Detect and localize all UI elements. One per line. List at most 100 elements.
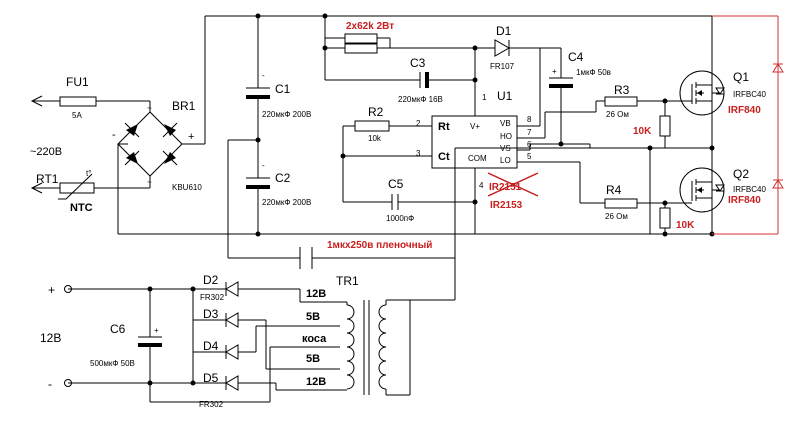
c2-value: 220мкФ 200В (262, 198, 311, 207)
c4-value: 1мкФ 50в (576, 68, 611, 77)
winding-label-2: 5В (306, 311, 320, 323)
q1-replacement: IRF840 (728, 105, 761, 116)
resistor-r4: R4 26 Ом (596, 183, 685, 221)
winding-label-1: 12В (306, 288, 326, 300)
fuse-fu1: FU1 5A (30, 75, 151, 120)
u1-pin5: 5 (527, 152, 532, 161)
u1-pin8: 8 (527, 115, 532, 124)
c5-value: 1000пФ (386, 214, 414, 223)
bridge-br1: BR1 KBU610 - + ~ ~ (112, 99, 202, 192)
thermistor-rt1: RT1 t° NTC (30, 169, 151, 214)
u1-pin-vplus: V+ (470, 122, 480, 131)
d1-ref: D1 (496, 24, 512, 38)
output-bus-red (712, 15, 784, 235)
c6-ref: C6 (110, 322, 126, 336)
r4-value: 26 Ом (605, 212, 628, 221)
d5-ref: D5 (203, 371, 219, 385)
transformer-tr1: TR1 12В 5В коса 5В 12В (300, 274, 455, 396)
capacitor-c5: C5 1000пФ (343, 177, 475, 223)
fu1-ref: FU1 (66, 75, 89, 89)
capacitor-c3: C3 220мкФ 16В (324, 48, 476, 116)
rt1-ref: RT1 (36, 172, 59, 186)
u1-pin-vb: VB (500, 119, 511, 128)
mosfet-q1: Q1 IRFBC40 IRF840 (679, 70, 766, 116)
q1-ref: Q1 (733, 70, 749, 84)
u1-pin2: 2 (416, 119, 421, 128)
mains-label: ~220В (30, 146, 62, 158)
c3-ref: C3 (410, 56, 426, 70)
gate-resistor-bottom: 10K (659, 203, 695, 234)
u1-pin4: 4 (479, 181, 484, 190)
c5-ref: C5 (388, 177, 404, 191)
rt1-temp: t° (86, 169, 91, 178)
d5-part: FR302 (199, 400, 224, 409)
q2-replacement: IRF840 (728, 195, 761, 206)
br1-part: KBU610 (172, 183, 202, 192)
c6-value: 500мкФ 50В (90, 359, 135, 368)
output-voltage: 12В (40, 331, 61, 345)
capacitor-c4: + C4 1мкФ 50в (540, 47, 611, 144)
br1-plus: + (188, 131, 194, 143)
u1-pin-com: COM (468, 154, 487, 163)
u1-pin7: 7 (527, 128, 532, 137)
winding-label-5: 12В (306, 376, 326, 388)
c6-plus: + (154, 326, 159, 335)
gate-resistor-top: 10K (633, 101, 671, 148)
c4-plus: + (552, 67, 557, 76)
br1-ac2: ~ (147, 178, 152, 187)
q1-part: IRFBC40 (733, 90, 766, 99)
capacitor-c2: - C2 220мкФ 200В (246, 161, 311, 207)
u1-ref: U1 (497, 89, 513, 103)
br1-minus: - (112, 129, 116, 141)
fu1-value: 5A (72, 111, 82, 120)
u1-pin-ho: HO (500, 132, 512, 141)
tr1-ref: TR1 (336, 274, 359, 288)
d1-part: FR107 (490, 62, 515, 71)
output-plus: + (48, 283, 55, 297)
r2-ref: R2 (368, 105, 384, 119)
ic-u1: 1 U1 Rt Ct V+ COM VB HO VS LO 2 3 4 8 7 … (416, 89, 596, 234)
capacitor-c1: - C1 220мкФ 200В (246, 71, 311, 119)
r-pair-value: 2х62k 2Вт (346, 21, 394, 32)
u1-pin-rt: Rt (438, 121, 450, 133)
output-minus: - (48, 377, 52, 391)
q2-part: IRFBC40 (733, 185, 766, 194)
c2-minus: - (262, 161, 265, 170)
q2-ref: Q2 (733, 167, 749, 181)
film-cap-value: 1мкх250в пленочный (327, 240, 432, 251)
rt1-part: NTC (70, 202, 93, 214)
r4-ref: R4 (606, 183, 622, 197)
u1-pin3: 3 (416, 149, 421, 158)
u1-replacement: IR2153 (490, 200, 523, 211)
c3-value: 220мкФ 16В (398, 95, 443, 104)
diode-d1: D1 FR107 (475, 24, 541, 126)
output-rectifier: + - 12В D2 FR302 D3 D4 D5 FR302 (40, 273, 301, 409)
c1-minus: - (262, 71, 265, 80)
u1-pin1: 1 (482, 93, 487, 102)
r3-ref: R3 (614, 83, 630, 97)
resistor-r3: R3 26 Ом (595, 83, 685, 119)
resistor-r2: R2 10k (342, 105, 432, 202)
c1-ref: C1 (275, 82, 291, 96)
br1-ref: BR1 (172, 99, 196, 113)
d3-ref: D3 (203, 307, 219, 321)
c2-ref: C2 (275, 171, 291, 185)
d2-part: FR302 (200, 293, 225, 302)
film-capacitor: 1мкх250в пленочный (299, 240, 432, 269)
rg1-value: 10K (633, 126, 652, 137)
rg2-value: 10K (676, 220, 695, 231)
d4-ref: D4 (203, 339, 219, 353)
r3-value: 26 Ом (606, 110, 629, 119)
mosfet-q2: Q2 IRFBC40 IRF840 (679, 167, 766, 213)
u1-pin-vs: VS (500, 144, 511, 153)
c1-value: 220мкФ 200В (262, 110, 311, 119)
winding-label-3: коса (302, 333, 327, 345)
d2-ref: D2 (203, 273, 219, 287)
power-wiring (117, 15, 713, 300)
resistor-pair-2x62k: 2х62k 2Вт (324, 16, 475, 54)
u1-pin-ct: Ct (438, 151, 450, 163)
br1-ac1: ~ (147, 104, 152, 113)
r2-value: 10k (368, 134, 382, 143)
